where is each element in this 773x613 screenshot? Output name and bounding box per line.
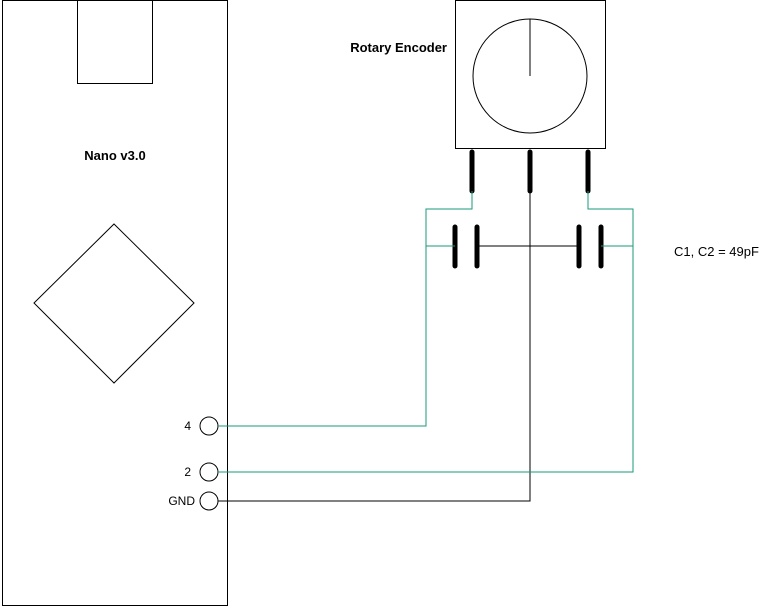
pin-4-label: 4 — [184, 419, 191, 433]
capacitor-value-note: C1, C2 = 49pF — [674, 244, 759, 259]
capacitor-c1 — [452, 224, 480, 269]
capacitor-c2 — [576, 224, 604, 269]
pin-2-pad — [199, 462, 219, 482]
pin-2-label: 2 — [184, 465, 191, 479]
pin-4-pad — [199, 416, 219, 436]
wire-pin2-signal — [218, 245, 634, 473]
pin-gnd-label: GND — [168, 494, 195, 508]
rotary-encoder: Rotary Encoder — [350, 0, 606, 194]
usb-connector — [77, 0, 153, 84]
board-title: Nano v3.0 — [84, 148, 145, 163]
wire-pin4-signal — [218, 245, 455, 427]
wire-encoder-b — [587, 191, 634, 246]
wire-encoder-a — [425, 191, 473, 246]
capacitors: C1, C2 = 49pF — [452, 224, 759, 269]
microcontroller-chip — [33, 223, 195, 384]
pin-gnd-pad — [199, 491, 219, 511]
nano-board: Nano v3.0 4 2 GND — [2, 0, 228, 606]
encoder-title: Rotary Encoder — [350, 40, 447, 55]
wire-gnd — [218, 191, 531, 502]
encoder-body — [455, 0, 606, 149]
wiring — [218, 191, 634, 502]
